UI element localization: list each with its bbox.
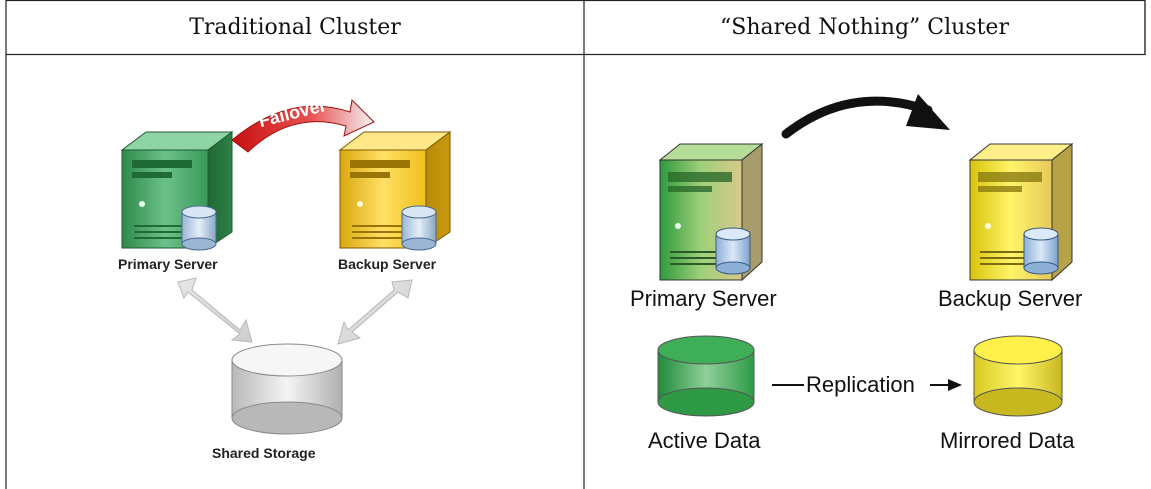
primary-database-icon — [715, 227, 751, 275]
active-data-icon — [657, 335, 755, 417]
primary-server-label: Primary Server — [118, 256, 218, 272]
shared-storage-icon — [231, 343, 343, 435]
failover-arc-arrow — [781, 94, 950, 139]
backup-storage-link-arrow — [337, 279, 413, 345]
primary-server-label: Primary Server — [630, 286, 777, 311]
backup-server-label: Backup Server — [338, 256, 437, 272]
replication-arrow — [772, 379, 962, 391]
backup-database-icon — [1023, 227, 1059, 275]
active-data-label: Active Data — [648, 428, 761, 453]
header-shared-nothing-cluster: “Shared Nothing” Cluster — [720, 14, 1009, 40]
shared-storage-label: Shared Storage — [212, 445, 316, 461]
primary-database-icon — [181, 205, 217, 251]
mirrored-data-icon — [973, 335, 1063, 417]
mirrored-data-label: Mirrored Data — [940, 428, 1075, 453]
backup-database-icon — [401, 205, 437, 251]
backup-server-label: Backup Server — [938, 286, 1083, 311]
failover-arrow — [231, 98, 375, 153]
primary-server-icon — [120, 131, 234, 249]
header-traditional-cluster: Traditional Cluster — [189, 14, 401, 40]
primary-server-icon — [658, 142, 764, 282]
primary-storage-link-arrow — [177, 277, 253, 343]
replication-label: Replication — [806, 372, 915, 397]
